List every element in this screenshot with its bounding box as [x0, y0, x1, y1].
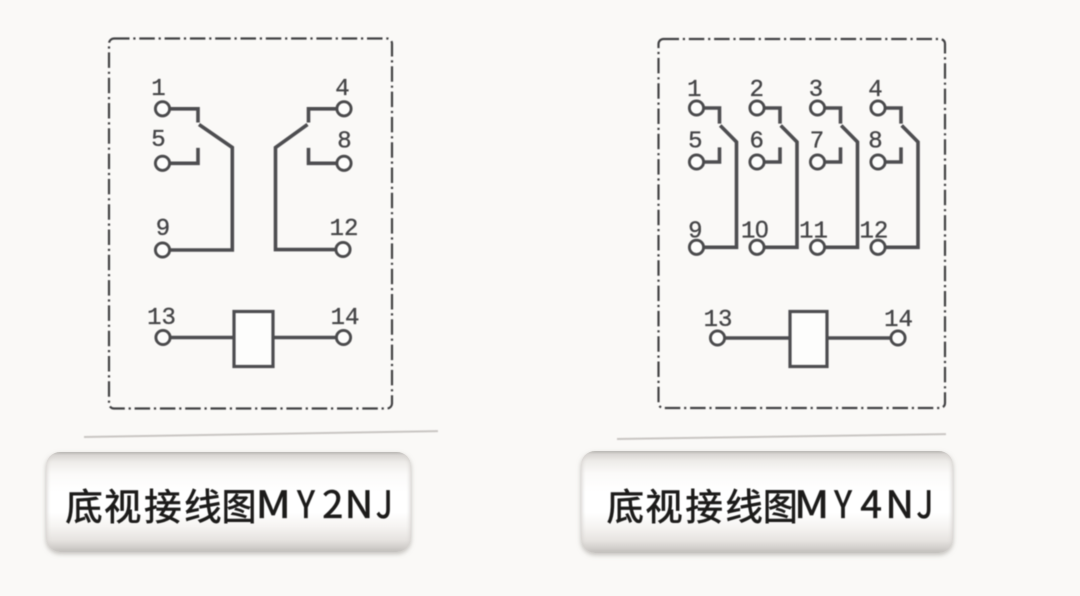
- svg-text:5: 5: [151, 127, 165, 154]
- svg-text:4: 4: [868, 77, 882, 104]
- svg-text:4: 4: [335, 76, 349, 103]
- svg-text:12: 12: [330, 216, 359, 243]
- svg-text:9: 9: [156, 216, 170, 243]
- svg-text:5: 5: [688, 128, 702, 155]
- svg-text:1: 1: [151, 76, 165, 103]
- svg-text:8: 8: [868, 128, 882, 155]
- svg-text:8: 8: [337, 128, 351, 155]
- svg-text:1: 1: [687, 77, 701, 104]
- svg-text:9: 9: [688, 218, 702, 245]
- svg-text:7: 7: [810, 128, 824, 155]
- svg-text:0: 0: [755, 216, 768, 243]
- svg-text:2: 2: [749, 77, 763, 104]
- svg-text:11: 11: [799, 218, 828, 245]
- svg-text:6: 6: [749, 128, 763, 155]
- svg-text:13: 13: [704, 307, 733, 334]
- svg-text:3: 3: [809, 77, 823, 104]
- svg-text:14: 14: [884, 307, 913, 334]
- svg-text:13: 13: [147, 305, 176, 332]
- svg-text:1: 1: [741, 218, 755, 245]
- svg-text:12: 12: [859, 218, 888, 245]
- svg-text:14: 14: [331, 305, 360, 332]
